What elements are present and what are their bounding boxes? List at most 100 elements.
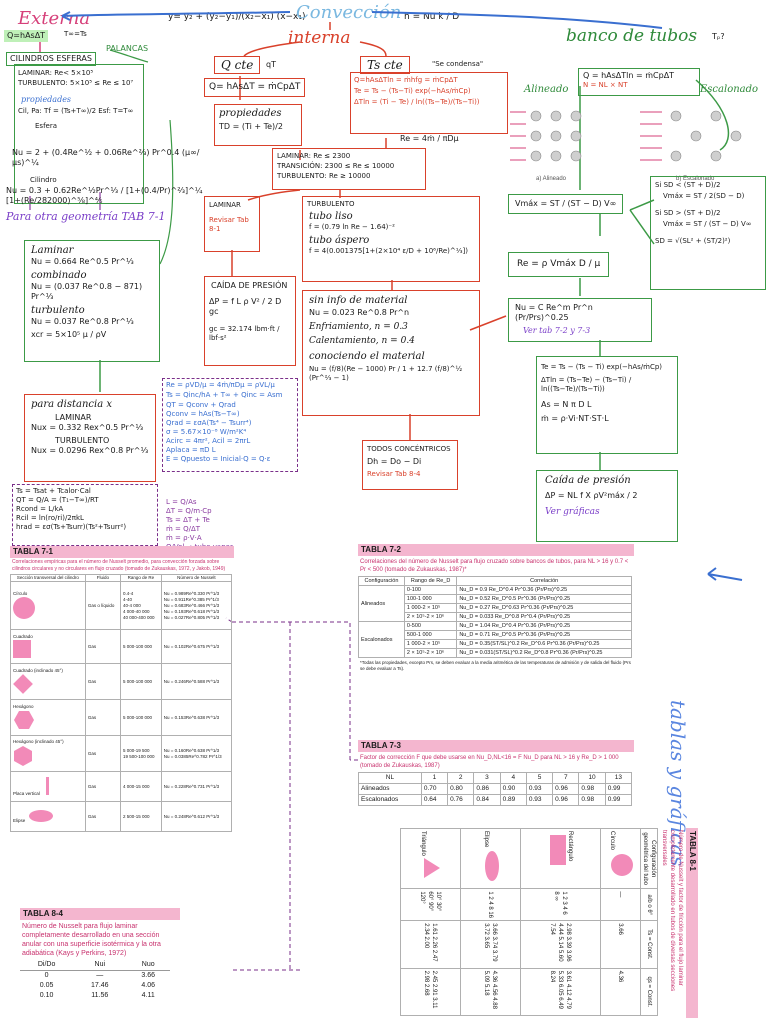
caida-banco-eq: ΔP = NL f X ρV²máx / 2: [545, 491, 638, 500]
m-banco: ṁ = ρ·Vi·NT·ST·L: [541, 414, 609, 423]
t81-qs: 4.36 4.56 4.88 5.09 5.18: [460, 968, 521, 1016]
tube-bank-diagram: a) Alineado b) Escalonado: [510, 110, 742, 182]
t81-ts: 3.66: [600, 920, 641, 969]
purple-line-5: Aplaca = πD L: [166, 446, 216, 454]
tabla-8-1-title: TABLA 8-1: [686, 828, 698, 1018]
t81-ab: 1 2 4 8 16: [460, 888, 521, 921]
interpolation-formula: y= y₂ + (y₂−y₁)/(x₂−x₁) (x−x₁): [168, 12, 306, 22]
externa-equation: Q=hAsΔT: [4, 30, 49, 42]
t71-shape: Elipse: [10, 801, 86, 832]
t71-fluid: Gas: [84, 629, 122, 664]
distancia-title: para distancia x: [31, 399, 113, 410]
vmax-mayor: Vmáx = ST / (ST − D) V∞: [663, 220, 752, 228]
vmax-menor: Vmáx = ST / 2(SD − D): [663, 192, 745, 200]
t73-cell: 0.76: [447, 794, 475, 806]
t81-shape-label: Rectángulo: [567, 831, 573, 862]
t81-header: Configuración geométrica del tubo: [640, 828, 658, 889]
t72-corr: Nu_D = 0.27 Re_D^0.63 Pr^0.36 (Pr/Prs)^0…: [456, 603, 632, 613]
t71-nu: Nu = 0.989Re^0.330 Pr^1/3: [163, 590, 220, 596]
tabla-7-3-grid: NL 1 2 3 4 5 7 10 13 Alineados 0.70 0.80…: [358, 772, 633, 806]
tube-rectangle-icon: [550, 835, 566, 865]
t73-cell: 0.98: [578, 794, 606, 806]
rango-flujo-box: LAMINAR: Re ≤ 2300 TRANSICIÓN: 2300 ≤ Re…: [272, 148, 426, 190]
t71-fluid: Gas: [84, 663, 122, 700]
t73-cell: Alineados: [358, 783, 422, 795]
ellipse-shape-icon: [29, 809, 54, 822]
t71-nu: Nu = 0.248Re^0.612 Pr^1/3: [160, 801, 233, 832]
tabla-7-2-grid: Configuración Rango de Re_D Correlación …: [358, 576, 632, 658]
t72-range: 2 × 10⁵-2 × 10⁶: [403, 612, 458, 622]
t73-cell: 0.84: [473, 794, 501, 806]
turbulento-rango: TURBULENTO: Re ≥ 10000: [277, 172, 371, 180]
si-menor: Si SD < (ST + D)/2: [655, 181, 721, 189]
gc-eq: gc = 32.174 lbm·ft / lbf·s²: [209, 325, 280, 342]
dtln-banco: ΔTln = (Ts−Te) − (Ts−Ti) / ln((Ts−Te)/(T…: [541, 376, 632, 393]
ver-tab-72-73: Ver tab 7-2 y 7-3: [523, 326, 591, 335]
t73-cell: 0.90: [499, 783, 527, 795]
t71-shape: Cuadrado: [10, 629, 86, 664]
t81-ts: 1.61 2.26 2.47 2.34 2.00: [400, 920, 461, 969]
t72-group: Alineados: [358, 585, 405, 622]
t72-header-1: Rango de Re_D: [403, 576, 458, 586]
tube-triangle-icon: [424, 857, 440, 878]
propiedades-interna-title: propiedades: [219, 108, 282, 119]
tabla-7-3: TABLA 7-3 Factor de corrección F que deb…: [358, 740, 634, 806]
nusselt-interno-box: sin info de material Nu = 0.023 Re^0.8 P…: [302, 290, 480, 416]
diamond-shape-icon: [13, 673, 33, 694]
t71-nu: Nu = 0.160Re^0.638 Pr^1/3: [163, 747, 220, 753]
t72-corr: Nu_D = 0.031(ST/SL)^0.2 Re_D^0.8 Pr^0.36…: [456, 648, 632, 658]
t71-range: 19 500-100 000: [123, 753, 155, 759]
t81-shape-label: Triángulo: [420, 831, 426, 856]
caida-interna-eq: ΔP = f L ρ V² / 2 D gc: [209, 297, 282, 316]
t81-shape: Triángulo: [400, 828, 461, 889]
t73-cell: 0.96: [552, 783, 580, 795]
tabla-7-3-caption: Factor de corrección F que debe usarse e…: [360, 755, 619, 769]
distancia-turbulento-eq: Nux = 0.0296 Rex^0.8 Pr^⅓: [31, 446, 149, 455]
banco-n-eq: N = NL × NT: [583, 81, 628, 89]
t71-header-0: Sección transversal del cilindro: [10, 574, 86, 582]
t84-header: Nuo: [126, 960, 170, 971]
t71-nus: Nu = 0.989Re^0.330 Pr^1/3 Nu = 0.911Re^0…: [160, 581, 233, 630]
tube-ellipse-icon: [485, 851, 499, 882]
t71-header-1: Fluido: [84, 574, 122, 582]
diagram-label-alineado: a) Alineado: [536, 176, 567, 182]
mid-line-2: Ts = ΔT + Te: [166, 516, 210, 524]
escalonado-label: Escalonado: [700, 84, 759, 95]
mid-line-0: L = Q/As: [166, 498, 197, 506]
nu-banco: Nu = C Re^m Pr^n (Pr/Prs)^0.25: [515, 303, 593, 322]
t72-group: Escalonados: [358, 621, 405, 658]
turbulento-interno-box: TURBULENTO tubo liso f = (0.79 ln Re − 1…: [302, 196, 480, 282]
tabla-7-1: TABLA 7-1 Correlaciones empíricas para e…: [10, 546, 234, 846]
t72-range: 2 × 10⁵-2 × 10⁶: [403, 648, 458, 658]
hexagon-shape-icon: [14, 710, 34, 729]
h-formula: h = Nu k / D: [404, 12, 460, 22]
tabla-8-4: TABLA 8-4 Número de Nusselt para flujo l…: [20, 908, 180, 1024]
propiedades-label: propiedades: [21, 95, 72, 104]
purple-line-3: σ = 5.67×10⁻⁸ W/m²K⁴: [166, 428, 247, 436]
t81-shape: Círculo: [600, 828, 641, 889]
t72-corr: Nu_D = 1.04 Re_D^0.4 Pr^0.36 (Pr/Prs)^0.…: [456, 621, 632, 631]
qcte-equation: Q= hAsΔT = ṁCpΔT: [204, 78, 306, 97]
xcr-eq: xcr = 5×10⁵ μ / ρV: [31, 330, 107, 339]
t72-corr: Nu_D = 0.033 Re_D^0.8 Pr^0.4 (Pr/Prs)^0.…: [456, 612, 632, 622]
t71-range: 5 000-100 000: [120, 629, 162, 664]
t73-header: 3: [473, 772, 501, 784]
t72-header-2: Correlación: [456, 576, 632, 586]
resist-line-1: QT = Q/A = (T₁−T∞)/RT: [16, 496, 99, 504]
td-eq: TD = (Ti + Te)/2: [219, 122, 283, 131]
tabla-7-2: TABLA 7-2 Correlaciones del número de Nu…: [358, 544, 634, 674]
tubo-aspero: tubo áspero: [309, 235, 370, 246]
t71-shape: Cuadrado (inclinado 45°): [10, 663, 86, 700]
t71-nu: Nu = 0.027Re^0.805 Pr^1/3: [163, 614, 220, 620]
conociendo-eq: Nu = (f/8)(Re − 1000) Pr / 1 + 12.7 (f/8…: [309, 365, 463, 382]
t84-cell: 0.10: [39, 992, 54, 999]
t71-nu: Nu = 0.102Re^0.675 Pr^1/3: [160, 629, 233, 664]
t84-cell: 0.05: [39, 982, 54, 989]
purple-line-6: E = Qpuesto = Inicial·Q = Q·ε: [166, 455, 271, 463]
t71-nu: Nu = 0.228Re^0.731 Pr^1/3: [160, 771, 233, 802]
t72-corr: Nu_D = 0.9 Re_D^0.4 Pr^0.36 (Pr/Prs)^0.2…: [456, 585, 632, 595]
re-banco: Re = ρ Vmáx D / μ: [508, 252, 610, 277]
turbulento-title: turbulento: [31, 305, 85, 316]
t84-cell: 4.11: [141, 992, 155, 999]
t73-header: 4: [499, 772, 527, 784]
